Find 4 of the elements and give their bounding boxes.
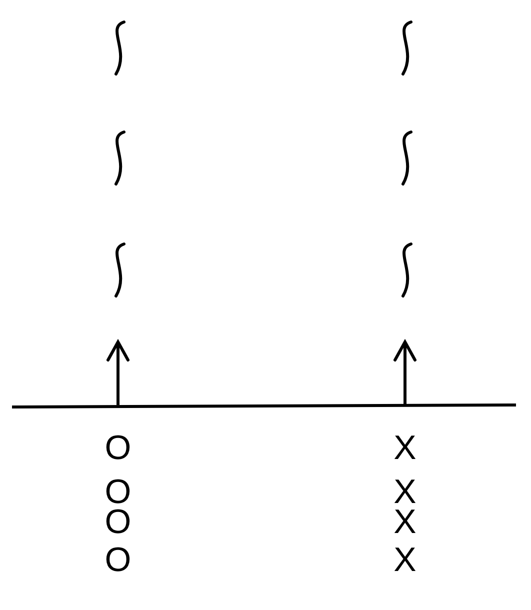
state-mark: X [394,543,416,577]
state-mark: X [394,431,416,465]
state-mark: O [104,431,132,465]
state-mark: O [104,543,132,577]
